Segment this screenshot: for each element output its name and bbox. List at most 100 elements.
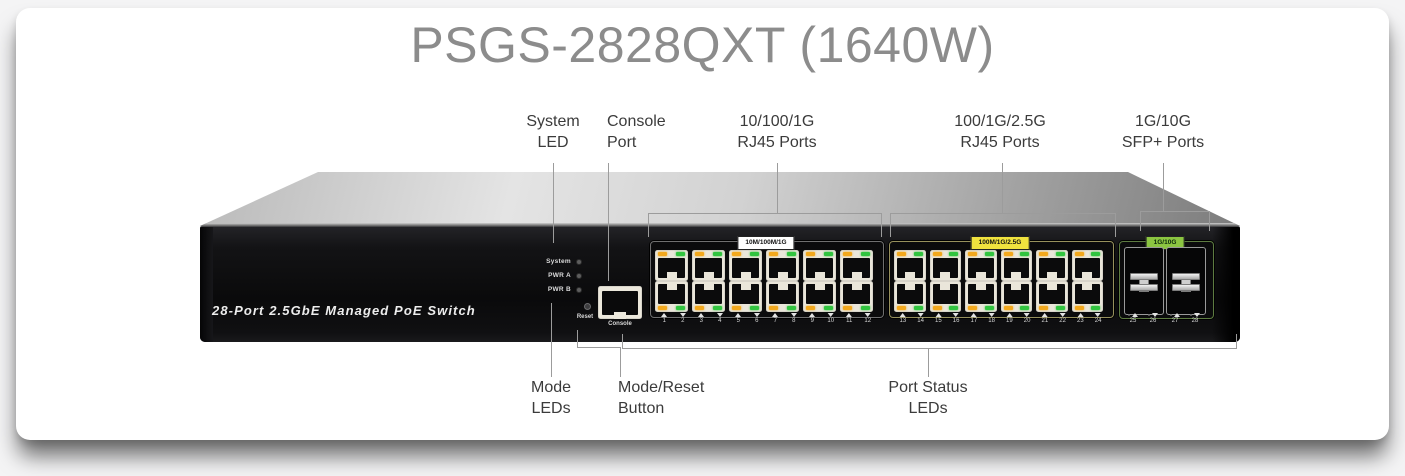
jack-cavity xyxy=(769,258,796,278)
port-led-amber-icon xyxy=(806,252,815,256)
jack-cavity xyxy=(843,258,870,278)
port-number: 18 xyxy=(988,313,995,324)
rj45-port-jack xyxy=(1036,281,1068,312)
jack-tab xyxy=(703,272,714,278)
jack-cavity xyxy=(1039,258,1065,278)
port-led-green-icon xyxy=(787,252,796,256)
speed-chip-1g-10g: 1G/10G xyxy=(1145,236,1185,250)
jack-tab xyxy=(940,284,951,290)
rj45-port-jack xyxy=(840,281,873,312)
led-indicator-icon xyxy=(576,286,582,293)
jack-cavity xyxy=(1074,258,1100,278)
sfp-port-cage xyxy=(1124,247,1164,315)
status-led-label: PWR B xyxy=(547,286,571,293)
jack-cavity xyxy=(658,258,685,278)
jack-tab xyxy=(975,284,986,290)
callout-label-system-led: System LED xyxy=(526,113,580,151)
port-number-label: 3 xyxy=(699,318,703,324)
port-number: 4 xyxy=(716,313,723,324)
port-number-label: 28 xyxy=(1191,318,1199,324)
jack-cavity xyxy=(695,284,722,304)
jack-cavity xyxy=(806,284,833,304)
port-number: 21 xyxy=(1042,313,1048,324)
led-indicator-icon xyxy=(576,272,582,279)
callout-label-rj45-25g: 100/1G/2.5G RJ45 Ports xyxy=(954,113,1046,151)
rj45-port-jack xyxy=(729,281,762,312)
jack-cavity xyxy=(658,284,685,304)
port-led-green-icon xyxy=(949,252,958,256)
callout-bracket-sfp xyxy=(1140,211,1210,212)
port-number: 11 xyxy=(846,313,852,324)
rj45-port-jack xyxy=(929,250,961,281)
port-led-amber-icon xyxy=(695,306,704,310)
port-number: 2 xyxy=(679,313,686,324)
jack-cavity xyxy=(843,284,870,304)
rj45-port-jack xyxy=(692,281,725,312)
port-led-amber-icon xyxy=(932,306,942,310)
sfp-latch-bar xyxy=(1130,273,1158,280)
port-led-green-icon xyxy=(949,306,958,310)
port-number: 16 xyxy=(953,313,959,324)
jack-tab xyxy=(740,284,751,290)
port-arrow-icon xyxy=(1059,313,1066,317)
port-number: 20 xyxy=(1024,313,1030,324)
jack-cavity xyxy=(732,284,759,304)
port-arrow-icon xyxy=(917,313,924,317)
port-led-green-icon xyxy=(984,252,994,256)
rj45-port-jack xyxy=(803,281,836,312)
port-arrow-icon xyxy=(988,313,995,317)
callout-line-mode-reset xyxy=(577,347,621,348)
port-number: 9 xyxy=(809,313,816,324)
port-led-amber-icon xyxy=(1074,252,1084,256)
jack-cavity xyxy=(769,284,796,304)
callout-line-system-led xyxy=(553,163,554,243)
port-arrow-icon xyxy=(679,313,686,317)
led-indicator-icon xyxy=(576,258,582,265)
port-led-amber-icon xyxy=(897,306,906,310)
jack-tab xyxy=(814,272,825,278)
port-arrow-icon xyxy=(809,313,816,317)
rj45-port-jack xyxy=(1000,250,1032,281)
port-number-label: 23 xyxy=(1077,318,1084,324)
port-number-label: 27 xyxy=(1171,318,1179,324)
sfp-latch-bar xyxy=(1172,273,1200,280)
callout-label-rj45-1g: 10/100/1G RJ45 Ports xyxy=(737,113,817,151)
port-number: 15 xyxy=(935,313,942,324)
port-led-green-icon xyxy=(713,306,722,310)
port-number: 8 xyxy=(790,313,797,324)
port-arrow-icon xyxy=(698,313,705,317)
port-led-green-icon xyxy=(1055,306,1065,310)
port-number: 7 xyxy=(772,313,779,324)
rj45-port-jack xyxy=(1000,281,1032,312)
speed-chip-100-1g-25g: 100M/1G/2.5G xyxy=(970,236,1030,250)
port-led-amber-icon xyxy=(968,306,977,310)
jack-tab xyxy=(940,272,951,278)
callout-bracket-rj45-1g xyxy=(648,213,882,214)
jack-tab xyxy=(904,272,915,278)
speed-chip-10-100-1g: 10M/100M/1G xyxy=(737,236,795,250)
callout-bracket-tick xyxy=(881,213,882,237)
jack-tab xyxy=(666,272,677,278)
port-led-green-icon xyxy=(750,252,759,256)
port-led-amber-icon xyxy=(932,252,942,256)
callout-line-mode-reset xyxy=(577,330,578,347)
port-led-amber-icon xyxy=(897,252,906,256)
port-number-label: 8 xyxy=(792,318,796,324)
jack-cavity xyxy=(806,258,833,278)
port-arrow-icon xyxy=(899,313,906,317)
port-number: 27 xyxy=(1170,313,1180,324)
jack-tab xyxy=(1046,284,1057,290)
callout-bracket-port-status xyxy=(622,348,1237,349)
callout-line-rj45-1g xyxy=(777,163,778,213)
rj45-port-jack xyxy=(692,250,725,281)
reset-label: Reset xyxy=(576,314,594,320)
rj45-port-jack xyxy=(655,250,688,281)
port-led-amber-icon xyxy=(843,306,852,310)
callout-line-mode-reset xyxy=(620,347,621,377)
port-led-amber-icon xyxy=(732,306,741,310)
sfp-latch-bar xyxy=(1172,284,1200,291)
port-led-green-icon xyxy=(1055,252,1065,256)
jack-cavity xyxy=(732,258,759,278)
port-number: 14 xyxy=(917,313,924,324)
port-led-green-icon xyxy=(1091,306,1100,310)
